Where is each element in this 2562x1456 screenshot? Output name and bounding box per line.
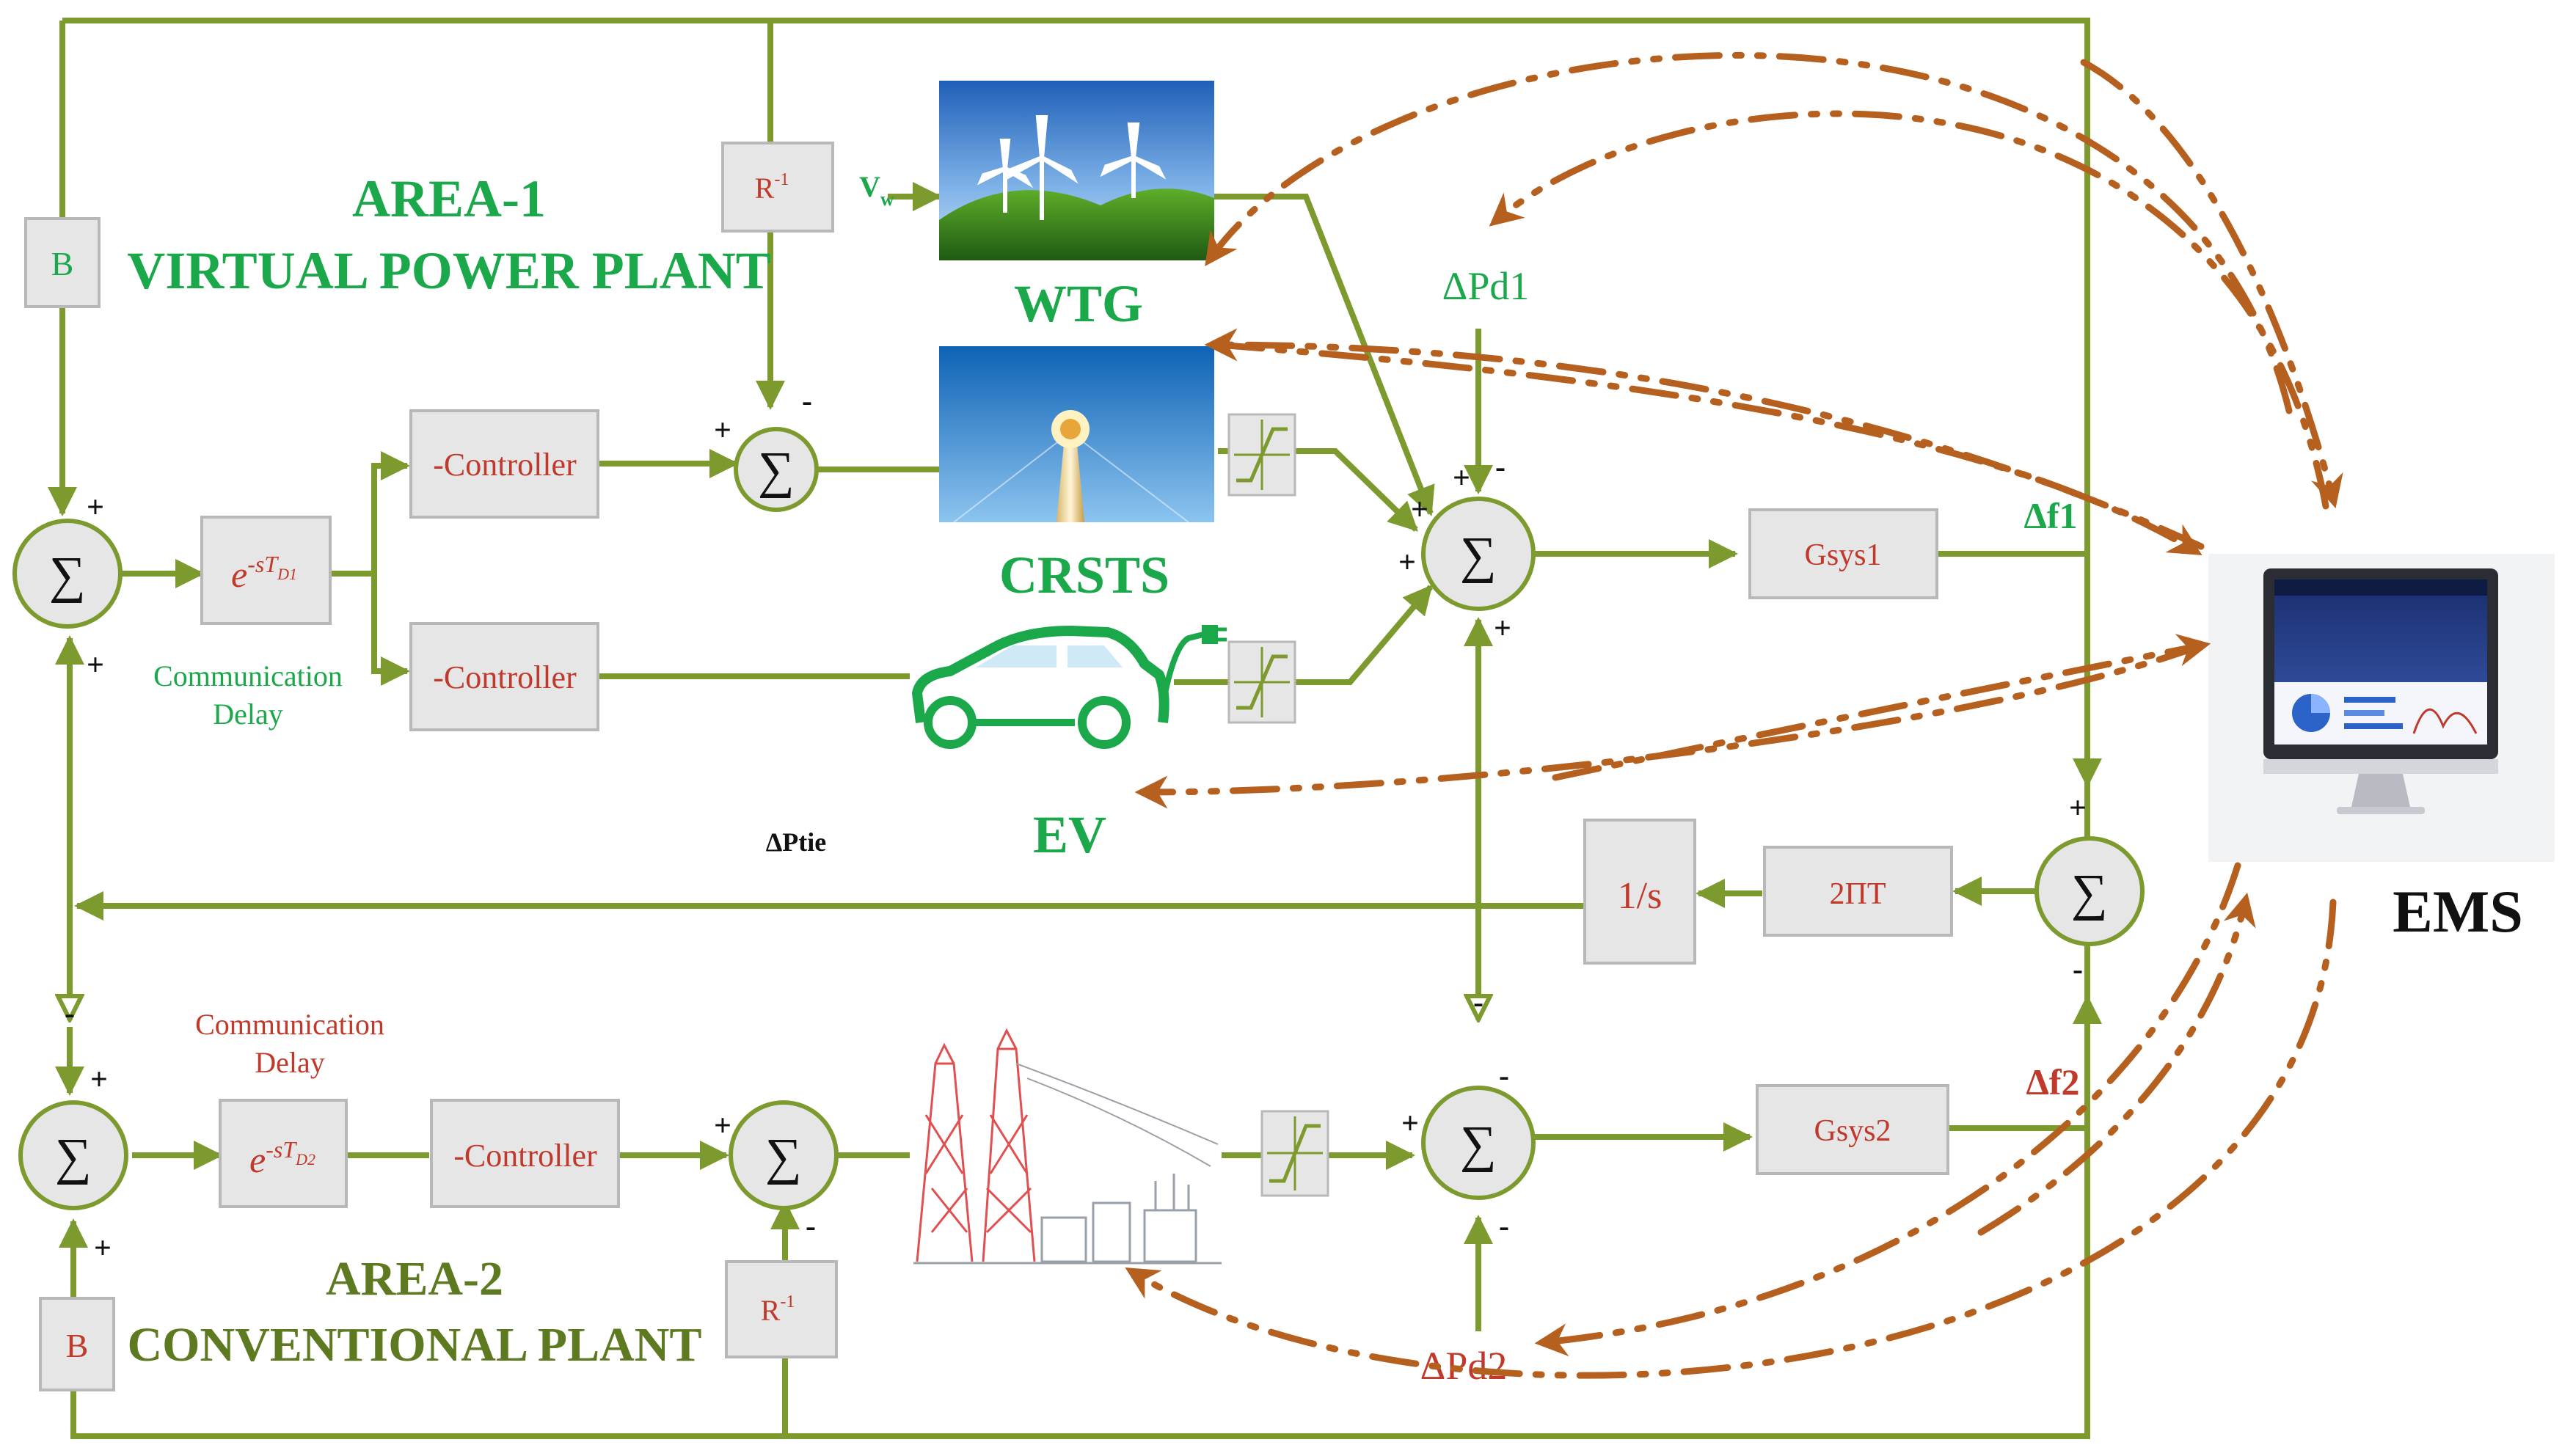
svg-text:-Controller: -Controller	[433, 447, 577, 483]
ems-communication-arrows	[1125, 51, 2343, 1379]
comm-delay1-line2: Delay	[213, 698, 283, 731]
svg-text:Gsys1: Gsys1	[1804, 538, 1881, 572]
ev-label: EV	[1033, 805, 1106, 864]
saturation-icon	[1260, 1110, 1329, 1197]
svg-text:+: +	[87, 491, 104, 524]
b-gain-block-area1: B	[24, 217, 101, 308]
saturation-icon	[1227, 413, 1296, 497]
svg-text:∑: ∑	[55, 1129, 92, 1185]
svg-text:-: -	[1499, 1210, 1509, 1243]
delay-block-area1: e-sTD1	[200, 516, 332, 625]
svg-text:-: -	[1473, 986, 1483, 1020]
svg-text:-: -	[1499, 1059, 1509, 1093]
signs: + + + - + + - + + + - - + + + - - - + -	[65, 384, 2087, 1265]
svg-text:+: +	[714, 414, 731, 447]
saturation-icon	[1227, 640, 1296, 724]
solar-tower-image	[939, 346, 1214, 523]
sum-junction-area2-power: ∑	[1421, 1086, 1536, 1200]
area1-subtitle: VIRTUAL POWER PLANT	[127, 241, 771, 300]
svg-text:∑: ∑	[1460, 527, 1497, 584]
svg-text:∑: ∑	[1460, 1116, 1497, 1173]
sum-junction-crsts: ∑	[734, 427, 819, 512]
comm-delay2-line1: Communication	[195, 1008, 384, 1041]
two-pi-t-block: 2ΠT	[1763, 846, 1953, 937]
svg-text:-: -	[2073, 953, 2083, 987]
controller-block-1: -Controller	[409, 409, 599, 519]
svg-text:+: +	[1494, 612, 1511, 645]
controller-block-3: -Controller	[430, 1099, 620, 1208]
delay-block-area2: e-sTD2	[219, 1099, 348, 1208]
droop-block-area2: R-1	[725, 1260, 838, 1358]
area2-subtitle: CONVENTIONAL PLANT	[128, 1318, 702, 1372]
dpd1-label: ΔPd1	[1442, 264, 1530, 308]
svg-text:-: -	[806, 1210, 816, 1243]
labels: AREA-1 VIRTUAL POWER PLANT AREA-2 CONVEN…	[127, 169, 2523, 1388]
svg-text:+: +	[1398, 546, 1416, 579]
svg-text:+: +	[2069, 791, 2087, 825]
svg-text:-Controller: -Controller	[433, 659, 577, 695]
electric-car-icon	[912, 625, 1227, 749]
area1-title: AREA-1	[352, 169, 546, 228]
svg-text:R-1: R-1	[761, 1292, 795, 1327]
gsys2-block: Gsys2	[1756, 1084, 1949, 1175]
svg-text:∑: ∑	[758, 442, 795, 499]
comm-delay2-line2: Delay	[255, 1046, 325, 1079]
power-plant-icon	[913, 1028, 1222, 1265]
svg-text:-: -	[1495, 450, 1506, 484]
b-gain-block-area2: B	[39, 1297, 115, 1391]
dptie-label: ΔPtie	[766, 827, 827, 857]
blocks: B R-1 e-sTD1 -Controller -Controller Gsy…	[24, 142, 1953, 1391]
controller-block-2: -Controller	[409, 622, 599, 731]
df1-label: Δf1	[2024, 495, 2078, 536]
svg-text:Gsys2: Gsys2	[1814, 1114, 1891, 1148]
sum-junction-area1-input: ∑	[12, 519, 123, 629]
svg-text:-Controller: -Controller	[453, 1138, 597, 1174]
comm-delay1-line1: Communication	[153, 659, 343, 692]
svg-text:+: +	[87, 648, 104, 682]
vw-label: Vw	[859, 170, 894, 210]
wtg-label: WTG	[1014, 274, 1143, 333]
svg-text:e-sTD2: e-sTD2	[249, 1136, 315, 1180]
df2-label: Δf2	[2026, 1061, 2080, 1102]
svg-text:+: +	[1453, 461, 1470, 495]
svg-text:1/s: 1/s	[1618, 875, 1663, 917]
svg-text:+: +	[1401, 1107, 1419, 1141]
svg-text:-: -	[802, 384, 812, 418]
svg-text:+: +	[714, 1109, 731, 1143]
svg-text:R-1: R-1	[755, 170, 789, 205]
summing-junctions: ∑ ∑ ∑ ∑ ∑ ∑ ∑	[12, 427, 2145, 1210]
svg-text:+: +	[94, 1232, 112, 1265]
sum-junction-tie: ∑	[2034, 836, 2145, 946]
integrator-block: 1/s	[1583, 819, 1696, 965]
svg-text:B: B	[51, 245, 74, 282]
crsts-label: CRSTS	[999, 546, 1169, 604]
ems-label: EMS	[2393, 878, 2523, 945]
svg-text:-: -	[65, 997, 75, 1031]
monitor-dashboard-image	[2208, 554, 2555, 862]
svg-text:+: +	[90, 1063, 108, 1097]
gsys1-block: Gsys1	[1748, 508, 1938, 599]
wind-turbines-image	[939, 81, 1214, 260]
area2-title: AREA-2	[326, 1252, 503, 1306]
svg-text:∑: ∑	[49, 547, 86, 604]
saturation-blocks	[1227, 413, 1329, 1197]
sum-junction-area2-gov: ∑	[729, 1100, 839, 1210]
svg-text:∑: ∑	[765, 1129, 802, 1185]
svg-text:2ΠT: 2ΠT	[1830, 877, 1886, 911]
sum-junction-area2-input: ∑	[18, 1100, 128, 1210]
sum-junction-area1-power: ∑	[1421, 497, 1536, 611]
droop-block-area1: R-1	[721, 142, 834, 233]
svg-text:B: B	[66, 1327, 89, 1364]
svg-text:+: +	[1411, 493, 1428, 527]
svg-text:e-sTD1: e-sTD1	[231, 551, 297, 595]
svg-text:∑: ∑	[2071, 865, 2108, 921]
